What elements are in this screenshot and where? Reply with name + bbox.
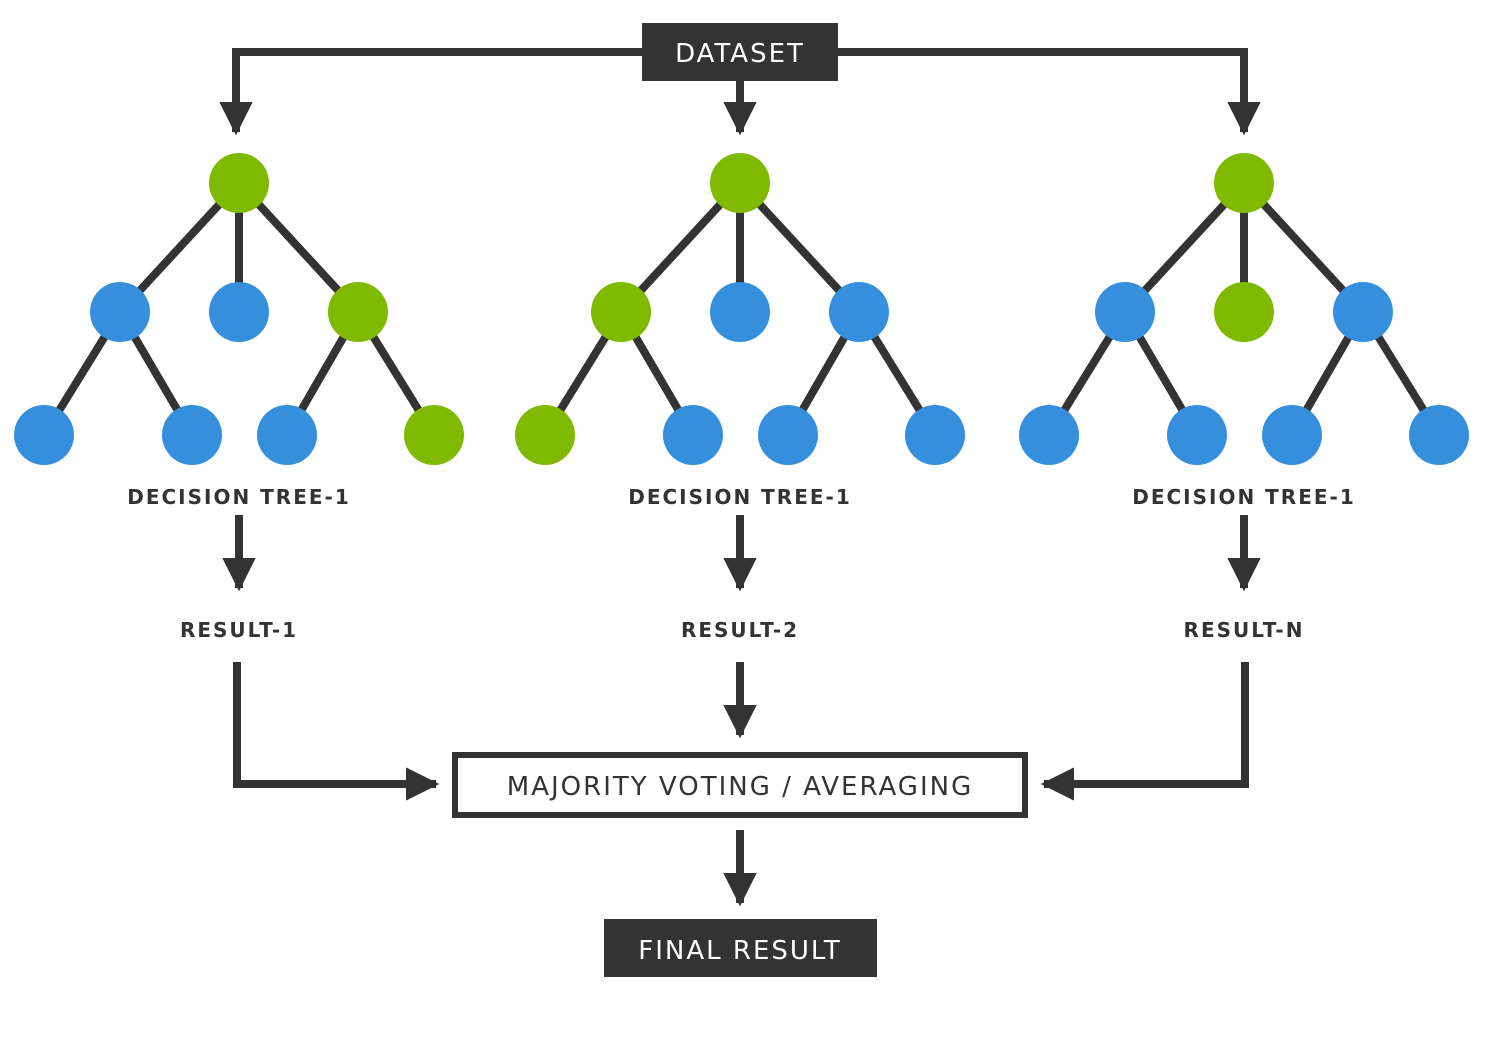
decision-tree-3	[1019, 153, 1469, 465]
leaf-node-3	[257, 405, 317, 465]
left-child-node	[90, 282, 150, 342]
root-node	[1214, 153, 1274, 213]
left-child-node	[1095, 282, 1155, 342]
dataset-connectors	[219, 48, 1261, 136]
right-child-node	[328, 282, 388, 342]
final-result-box: FINAL RESULT	[604, 919, 877, 977]
leaf-node-2	[1167, 405, 1227, 465]
dataset-label: DATASET	[675, 39, 805, 69]
result-label-1: RESULT-1	[180, 618, 298, 642]
result-label-2: RESULT-2	[681, 618, 799, 642]
right-child-node	[1333, 282, 1393, 342]
dataset-box: DATASET	[642, 23, 838, 81]
right-child-node	[829, 282, 889, 342]
aggregation-box: MAJORITY VOTING / AVERAGING	[452, 752, 1028, 818]
tree-nodes	[1019, 153, 1469, 465]
dataset-to-tree-1-arrow	[219, 48, 642, 136]
aggregation-label: MAJORITY VOTING / AVERAGING	[507, 772, 973, 802]
leaf-node-3	[758, 405, 818, 465]
leaf-node-4	[404, 405, 464, 465]
middle-child-node	[209, 282, 269, 342]
leaf-node-1	[14, 405, 74, 465]
tree-to-result-arrows	[222, 515, 1261, 592]
dataset-to-tree-3-arrow	[838, 48, 1261, 136]
final-result-label: FINAL RESULT	[638, 936, 841, 966]
middle-child-node	[710, 282, 770, 342]
tree-nodes	[515, 153, 965, 465]
result-n-to-vote-arrow	[1040, 662, 1249, 801]
tree-nodes	[14, 153, 464, 465]
result-1-to-vote-arrow	[233, 662, 440, 801]
leaf-node-4	[905, 405, 965, 465]
left-child-node	[591, 282, 651, 342]
root-node	[209, 153, 269, 213]
decision-tree-2	[515, 153, 965, 465]
result-label-3: RESULT-N	[1184, 618, 1305, 642]
decision-tree-1	[14, 153, 464, 465]
leaf-node-1	[1019, 405, 1079, 465]
leaf-node-1	[515, 405, 575, 465]
tree-label-1: DECISION TREE-1	[127, 485, 351, 509]
leaf-node-2	[663, 405, 723, 465]
leaf-node-2	[162, 405, 222, 465]
leaf-node-4	[1409, 405, 1469, 465]
root-node	[710, 153, 770, 213]
tree-label-3: DECISION TREE-1	[1132, 485, 1356, 509]
leaf-node-3	[1262, 405, 1322, 465]
result-to-aggregation-arrows	[233, 662, 1249, 801]
middle-child-node	[1214, 282, 1274, 342]
tree-label-2: DECISION TREE-1	[628, 485, 852, 509]
